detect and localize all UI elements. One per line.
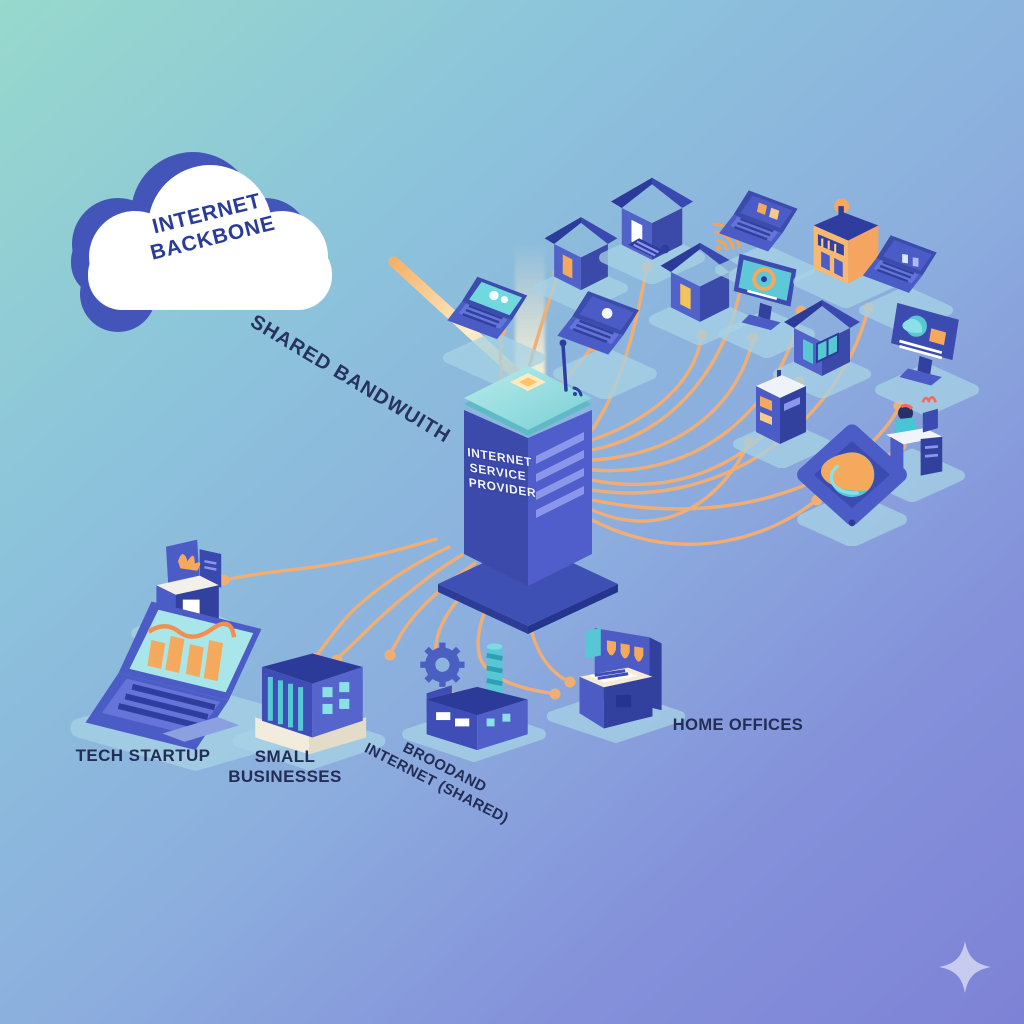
storefront-laptop-icon: [540, 616, 692, 744]
factory-icon: [395, 630, 553, 763]
house-computer-icon: [598, 154, 706, 284]
cash-register-icon: [732, 348, 832, 468]
globe-tablet-icon: [796, 412, 908, 546]
laptop-icon: [858, 218, 954, 333]
laptop-icon: [442, 258, 546, 383]
server-tower-icon: INTERNET SERVICE PROVIDER: [428, 334, 628, 634]
office-buildings-icon: [225, 630, 393, 771]
cloud-icon: INTERNET BACKBONE: [60, 122, 360, 352]
globe-monitor-icon: [874, 288, 980, 415]
sparkle-icon: [939, 941, 991, 993]
small-businesses-label: SMALL BUSINESSES: [228, 747, 342, 787]
tech-startup-label: TECH STARTUP: [75, 746, 211, 765]
shop-house-icon: [772, 278, 872, 398]
home-offices-label: HOME OFFICES: [672, 716, 804, 734]
laptop-icon: [714, 172, 816, 294]
monitor-target-icon: [718, 240, 816, 358]
laptop-icon: [552, 272, 658, 399]
